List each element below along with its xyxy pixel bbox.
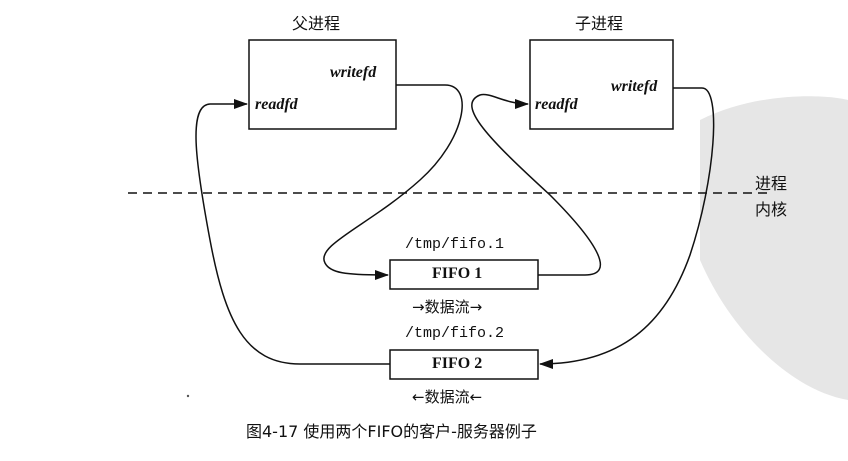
watermark-seal (700, 96, 848, 401)
parent-process-title: 父进程 (292, 14, 341, 33)
kernel-zone-label: 内核 (755, 200, 788, 219)
fifo2-label: FIFO 2 (432, 355, 483, 372)
process-zone-label: 进程 (755, 174, 788, 193)
child-writefd-label: writefd (611, 78, 658, 95)
figure-caption: 图4-17 使用两个FIFO的客户-服务器例子 (246, 422, 537, 441)
parent-readfd-label: readfd (255, 96, 298, 113)
fifo1-flow-label: →数据流→ (412, 298, 483, 316)
child-process-box (529, 39, 674, 130)
parent-writefd-label: writefd (330, 64, 377, 81)
child-process-title: 子进程 (575, 14, 624, 33)
fifo1-to-child-read-line (471, 93, 602, 276)
fifo2-flow-label: ←数据流← (412, 388, 483, 406)
parent-write-to-fifo1-line (323, 84, 463, 280)
parent-process-box (248, 39, 397, 130)
child-readfd-label: readfd (535, 96, 578, 113)
fifo2-path: /tmp/fifo.2 (405, 325, 505, 342)
child-write-to-fifo2-line (539, 87, 715, 369)
stray-dot (186, 394, 190, 398)
fifo1-label: FIFO 1 (432, 265, 483, 282)
fifo1-path: /tmp/fifo.1 (405, 236, 505, 253)
fifo2-to-parent-read-line (195, 99, 390, 365)
